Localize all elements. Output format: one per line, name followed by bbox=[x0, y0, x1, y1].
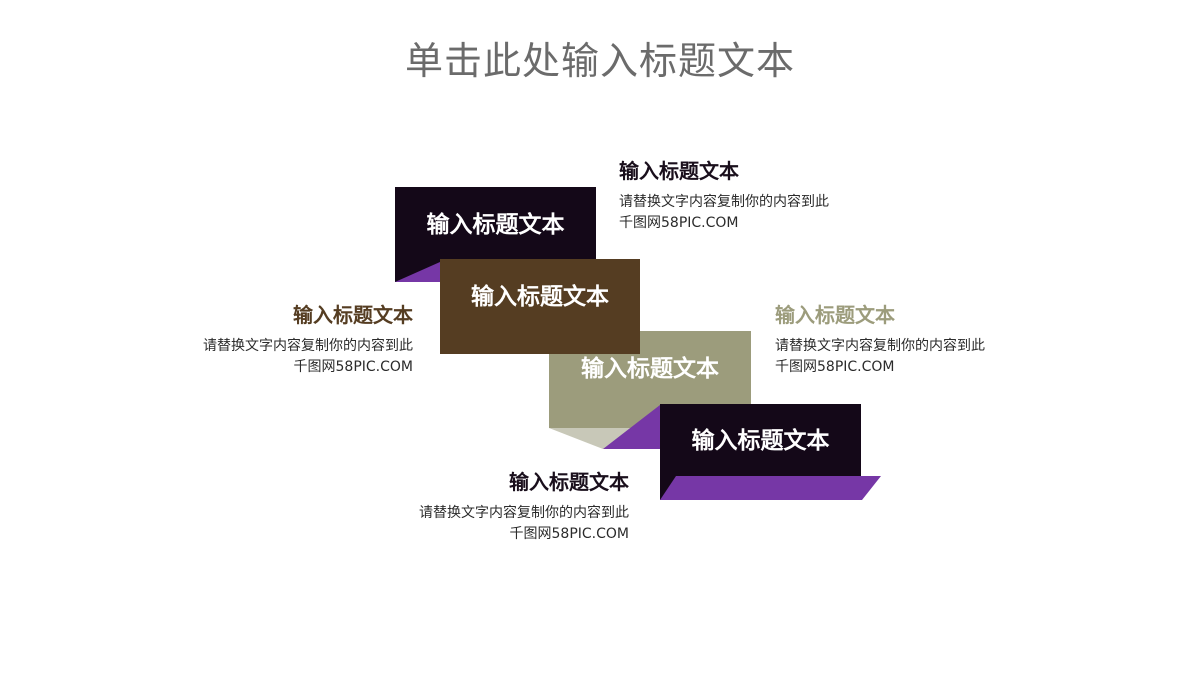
block-2-label: 输入标题文本 bbox=[471, 284, 609, 310]
note-1: 输入标题文本 请替换文字内容复制你的内容到此 千图网58PIC.COM bbox=[619, 158, 879, 234]
note-4: 输入标题文本 请替换文字内容复制你的内容到此 千图网58PIC.COM bbox=[369, 469, 629, 545]
note-1-heading: 输入标题文本 bbox=[619, 159, 739, 183]
note-4-line1: 请替换文字内容复制你的内容到此 bbox=[419, 505, 629, 521]
note-2-line1: 请替换文字内容复制你的内容到此 bbox=[203, 338, 413, 354]
note-1-line2: 千图网58PIC.COM bbox=[619, 215, 739, 231]
note-4-line2: 千图网58PIC.COM bbox=[509, 526, 630, 542]
note-3: 输入标题文本 请替换文字内容复制你的内容到此 千图网58PIC.COM bbox=[775, 302, 1035, 378]
block-1-purple-fold bbox=[395, 262, 440, 282]
slide-title: 单击此处输入标题文本 bbox=[404, 39, 795, 83]
note-2-line2: 千图网58PIC.COM bbox=[293, 359, 414, 375]
note-2-heading: 输入标题文本 bbox=[293, 303, 413, 327]
note-2: 输入标题文本 请替换文字内容复制你的内容到此 千图网58PIC.COM bbox=[153, 302, 413, 378]
note-3-line1: 请替换文字内容复制你的内容到此 bbox=[775, 338, 985, 354]
note-4-heading: 输入标题文本 bbox=[509, 470, 629, 494]
block-4-purple-band bbox=[660, 476, 881, 500]
block-4-label: 输入标题文本 bbox=[691, 428, 830, 454]
note-3-line2: 千图网58PIC.COM bbox=[775, 359, 895, 375]
block-1-label: 输入标题文本 bbox=[426, 212, 565, 238]
block-3-label: 输入标题文本 bbox=[581, 356, 719, 382]
note-3-heading: 输入标题文本 bbox=[775, 303, 895, 327]
note-1-line1: 请替换文字内容复制你的内容到此 bbox=[619, 194, 829, 210]
block-3-purple-fold bbox=[603, 405, 660, 449]
block-2-shape bbox=[440, 259, 640, 354]
